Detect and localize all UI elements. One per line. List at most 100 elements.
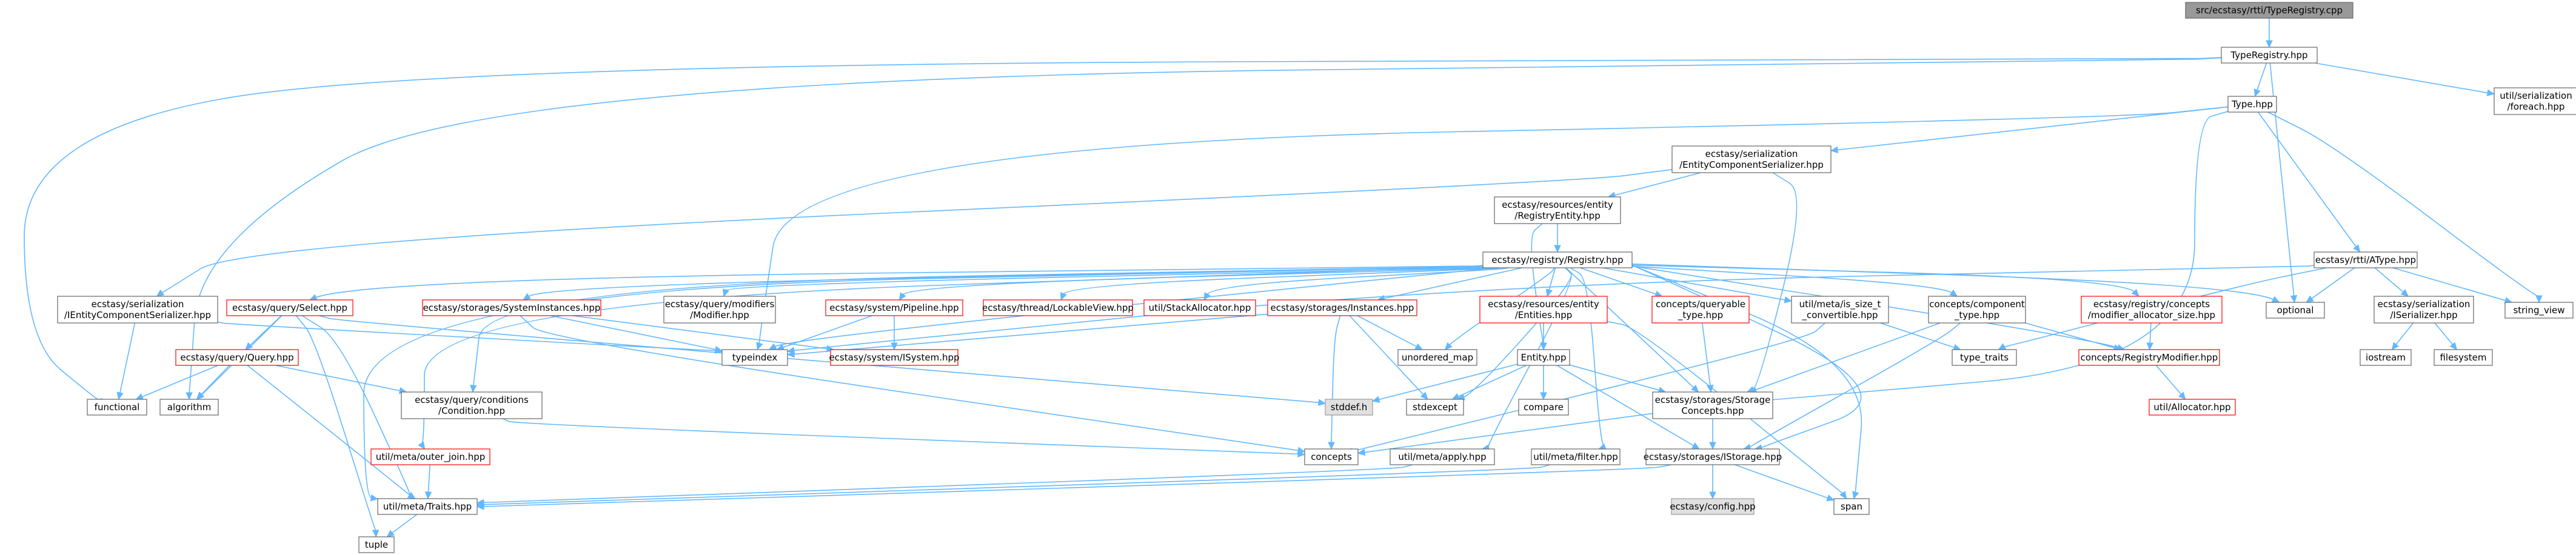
edge-type-to-string_view — [2267, 111, 2543, 304]
node-outer_join[interactable]: util/meta/outer_join.hpp — [370, 448, 490, 465]
node-box — [2313, 251, 2418, 268]
node-box — [721, 349, 788, 366]
node-sysinst[interactable]: ecstasy/storages/SystemInstances.hpp — [422, 299, 601, 316]
edge-registry-to-unordered_map — [1444, 267, 1555, 350]
node-compare[interactable]: compare — [1518, 399, 1569, 416]
edge-outer_join-to-traits — [424, 464, 432, 500]
node-label: ecstasy/query/conditions — [415, 394, 529, 405]
node-label: ecstasy/resources/entity — [1488, 299, 1599, 310]
node-filesystem[interactable]: filesystem — [2434, 349, 2493, 366]
node-query[interactable]: ecstasy/query/Query.hpp — [175, 349, 299, 366]
node-registry[interactable]: ecstasy/registry/Registry.hpp — [1482, 251, 1633, 268]
node-istorage[interactable]: ecstasy/storages/IStorage.hpp — [1644, 448, 1782, 465]
node-apply[interactable]: util/meta/apply.hpp — [1390, 448, 1495, 465]
node-type[interactable]: Type.hpp — [2227, 96, 2277, 113]
node-treg[interactable]: TypeRegistry.hpp — [2221, 47, 2318, 64]
edge-comptype-to-regmod — [2024, 322, 2122, 351]
node-foreach[interactable]: util/serialization/foreach.hpp — [2494, 87, 2576, 115]
node-instances[interactable]: ecstasy/storages/Instances.hpp — [1267, 299, 1417, 316]
node-span[interactable]: span — [1833, 498, 1870, 515]
node-atype[interactable]: ecstasy/rtti/AType.hpp — [2313, 251, 2418, 268]
node-iser[interactable]: ecstasy/serialization/ISerializer.hpp — [2374, 296, 2474, 324]
node-label: Entity.hpp — [1521, 352, 1567, 363]
node-box — [1651, 296, 1750, 324]
node-typeindex[interactable]: typeindex — [721, 349, 788, 366]
node-lockable[interactable]: ecstasy/thread/LockableView.hpp — [982, 299, 1134, 316]
node-modalloc[interactable]: ecstasy/registry/concepts/modifier_alloc… — [2081, 296, 2223, 324]
node-box — [2360, 349, 2412, 366]
node-root[interactable]: src/ecstasy/rtti/TypeRegistry.cpp — [2185, 2, 2354, 19]
node-algorithm[interactable]: algorithm — [159, 399, 219, 416]
edge-sysinst-to-concepts — [520, 315, 1306, 454]
node-label: functional — [95, 402, 140, 413]
edge-treg-to-algorithm — [186, 57, 2222, 400]
node-isystem[interactable]: ecstasy/system/ISystem.hpp — [829, 349, 960, 366]
node-box — [1390, 448, 1495, 465]
node-label: unordered_map — [1402, 352, 1473, 364]
node-box — [377, 498, 478, 515]
node-box — [1671, 498, 1755, 515]
node-string_view[interactable]: string_view — [2504, 302, 2574, 319]
node-label: ecstasy/system/Pipeline.hpp — [829, 302, 958, 313]
node-pipeline[interactable]: ecstasy/system/Pipeline.hpp — [825, 299, 963, 316]
node-concepts[interactable]: concepts — [1304, 448, 1359, 465]
node-label: iostream — [2366, 352, 2406, 363]
node-box — [1267, 299, 1417, 316]
node-traits[interactable]: util/meta/Traits.hpp — [377, 498, 478, 515]
node-label: _type.hpp — [1678, 310, 1723, 321]
node-label: src/ecstasy/rtti/TypeRegistry.cpp — [2196, 5, 2343, 16]
node-label: stdexcept — [1413, 402, 1457, 413]
node-queryable[interactable]: concepts/queryable_type.hpp — [1651, 296, 1750, 324]
node-modifier[interactable]: ecstasy/query/modifiers/Modifier.hpp — [663, 296, 776, 324]
edge-iser-to-filesystem — [2434, 322, 2458, 350]
node-label: ecstasy/storages/Storage — [1655, 394, 1771, 405]
node-optional[interactable]: optional — [2266, 302, 2325, 319]
node-entities[interactable]: ecstasy/resources/entity/Entities.hpp — [1479, 296, 1608, 324]
edge-entity-to-istorage — [1556, 365, 1700, 450]
node-unordered_map[interactable]: unordered_map — [1397, 349, 1477, 366]
edge-traits-to-tuple — [386, 514, 418, 537]
node-filter[interactable]: util/meta/filter.hpp — [1531, 448, 1621, 465]
node-allocator[interactable]: util/Allocator.hpp — [2149, 399, 2236, 416]
edge-apply-to-traits — [476, 464, 1413, 507]
edge-instances-to-stdexcept — [1349, 315, 1428, 400]
edge-storconc-to-istorage — [1709, 419, 1716, 450]
node-reg_ent[interactable]: ecstasy/resources/entity/RegistryEntity.… — [1494, 196, 1621, 224]
node-functional[interactable]: functional — [87, 399, 147, 416]
node-condition[interactable]: ecstasy/query/conditions/Condition.hpp — [401, 391, 543, 419]
node-box — [1397, 349, 1477, 366]
node-label: ecstasy/query/Select.hpp — [232, 302, 347, 313]
node-stdexcept[interactable]: stdexcept — [1406, 399, 1464, 416]
node-stackalloc[interactable]: util/StackAllocator.hpp — [1143, 299, 1256, 316]
node-label: ecstasy/storages/IStorage.hpp — [1644, 451, 1782, 462]
edge-registry-to-istorage — [1631, 265, 1862, 451]
node-box — [2374, 296, 2474, 324]
node-is_size[interactable]: util/meta/is_size_t_convertible.hpp — [1791, 296, 1889, 324]
node-config[interactable]: ecstasy/config.hpp — [1670, 498, 1756, 515]
node-iostream[interactable]: iostream — [2360, 349, 2412, 366]
node-entity[interactable]: Entity.hpp — [1517, 349, 1570, 366]
node-stddef[interactable]: stddef.h — [1325, 399, 1373, 416]
node-type_traits[interactable]: type_traits — [1952, 349, 2017, 366]
node-box — [1479, 296, 1608, 324]
node-label: ecstasy/rtti/AType.hpp — [2315, 254, 2416, 265]
node-label: _convertible.hpp — [1802, 310, 1878, 321]
node-box — [825, 299, 963, 316]
node-ecs_ser[interactable]: ecstasy/serialization/EntityComponentSer… — [1671, 145, 1832, 173]
node-box — [1517, 349, 1570, 366]
node-box — [1952, 349, 2017, 366]
edge-registry-to-lockable — [1060, 267, 1500, 301]
node-box — [2078, 349, 2220, 366]
node-box — [1325, 399, 1373, 416]
node-select[interactable]: ecstasy/query/Select.hpp — [226, 299, 353, 316]
edge-select-to-traits — [302, 315, 416, 499]
node-tuple[interactable]: tuple — [358, 536, 395, 553]
node-comptype[interactable]: concepts/component_type.hpp — [1928, 296, 2026, 324]
node-regmod[interactable]: concepts/RegistryModifier.hpp — [2078, 349, 2220, 366]
edge-registry-to-stackalloc — [1203, 267, 1509, 301]
node-iecs[interactable]: ecstasy/serialization/IEntityComponentSe… — [57, 296, 218, 324]
edge-pipeline-to-isystem — [891, 316, 898, 351]
node-label: TypeRegistry.hpp — [2230, 50, 2307, 61]
node-box — [983, 299, 1133, 316]
